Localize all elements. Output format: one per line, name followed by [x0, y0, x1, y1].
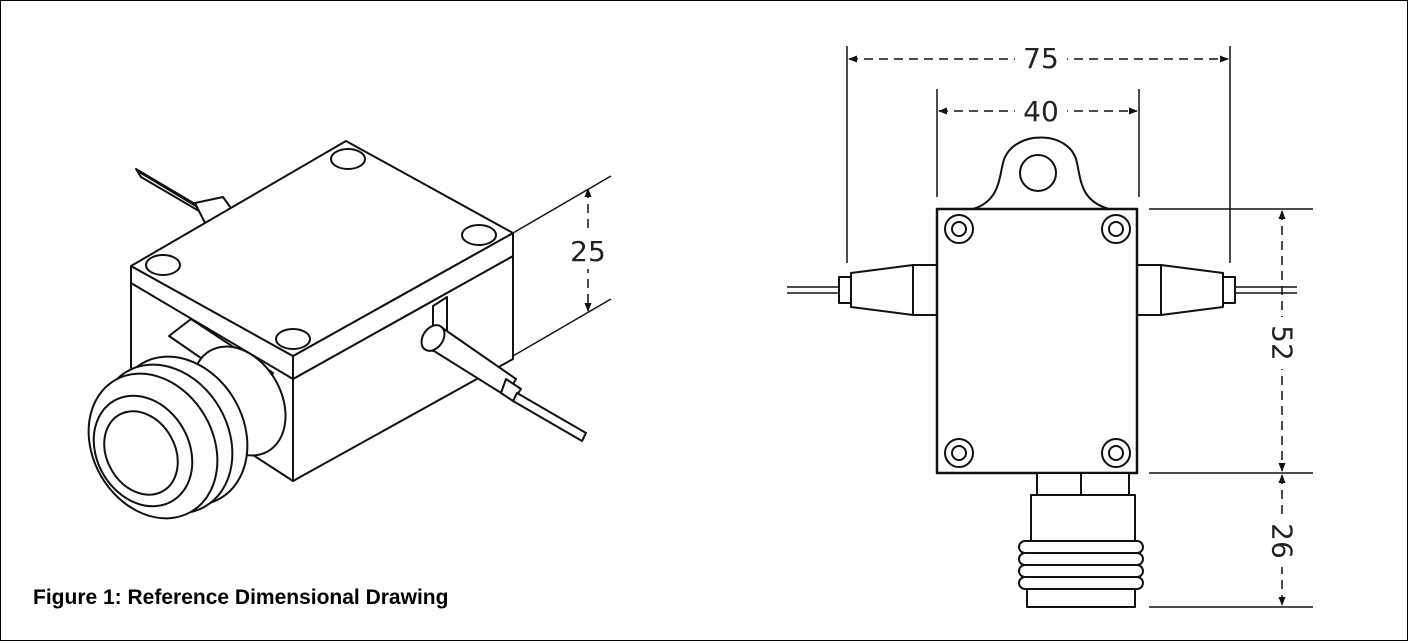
body-screws	[944, 214, 1131, 468]
right-fiber	[1136, 264, 1297, 316]
dim-label-connector-length: 26	[1266, 523, 1299, 559]
dim-connector-length: 26	[1264, 474, 1300, 606]
dim-label-body-width: 40	[1023, 95, 1059, 128]
device-body	[935, 207, 1139, 475]
dim-label-body-height: 52	[1266, 325, 1299, 361]
dim-label-overall-width: 75	[1023, 42, 1059, 75]
lid-screw-hole	[275, 328, 311, 350]
lid-screw-hole	[461, 224, 497, 246]
front-connector	[1018, 472, 1144, 608]
isometric-connector	[87, 318, 287, 520]
dim-label-iso-height: 25	[570, 235, 606, 268]
dim-overall-width: 75	[848, 39, 1229, 75]
dim-body-width: 40	[938, 93, 1138, 129]
front-view	[787, 46, 1313, 608]
left-fiber	[787, 264, 938, 316]
mounting-hole	[1019, 154, 1057, 192]
figure-caption: Figure 1: Reference Dimensional Drawing	[33, 586, 449, 609]
lid-screw-hole	[330, 148, 366, 170]
dim-body-height: 52	[1264, 210, 1300, 472]
extension-lines	[846, 46, 1313, 608]
lid-screw-hole	[145, 254, 181, 276]
dim-iso-height: 25	[567, 188, 611, 312]
rear-fiber	[135, 168, 234, 224]
right-fiber-boot	[420, 324, 587, 442]
isometric-view	[87, 140, 612, 520]
